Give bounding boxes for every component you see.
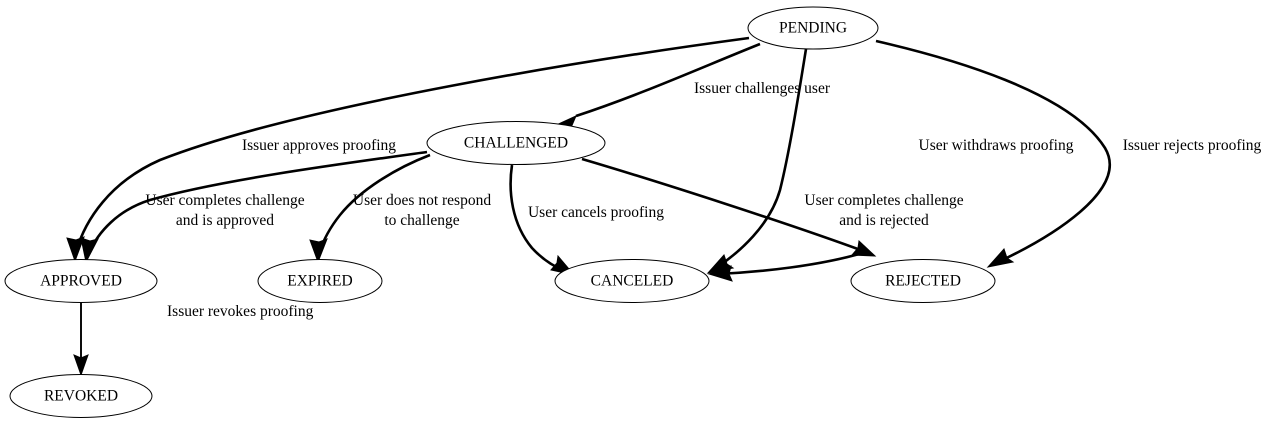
edge-pending-to-rejected[interactable]: Issuer rejects proofing [875, 39, 1262, 268]
node-expired-ellipse [257, 259, 383, 303]
edge-path-pending-approved [74, 36, 750, 253]
node-canceled[interactable]: CANCELED [554, 259, 710, 303]
arrowhead-rejected-from-pending [986, 248, 1015, 268]
edge-label-challenged-rejected-line1: User completes challenge [804, 192, 963, 209]
node-challenged[interactable]: CHALLENGED [426, 121, 606, 165]
edge-pending-canceled-tail [707, 250, 867, 282]
node-revoked-ellipse [9, 374, 153, 418]
node-revoked[interactable]: REVOKED [9, 374, 153, 418]
edge-challenged-to-rejected[interactable]: User completes challenge and is rejected [581, 157, 964, 257]
edge-label-pending-challenged: Issuer challenges user [694, 80, 831, 97]
edge-path-challenged-approved [87, 150, 428, 254]
edge-label-challenged-expired-line1: User does not respond [353, 192, 491, 209]
arrowhead-approved-from-pending [66, 236, 85, 263]
edge-label-pending-approved: Issuer approves proofing [242, 137, 396, 154]
arrowhead-approved-from-challenged [80, 237, 99, 264]
node-rejected[interactable]: REJECTED [850, 259, 996, 303]
node-revoked-label: REVOKED [44, 388, 118, 405]
node-expired[interactable]: EXPIRED [257, 259, 383, 303]
node-pending-label: PENDING [779, 20, 847, 37]
arrowhead-canceled-tail [707, 265, 733, 282]
node-canceled-label: CANCELED [591, 273, 674, 290]
edge-label-challenged-expired-line2: to challenge [384, 212, 459, 229]
node-pending[interactable]: PENDING [747, 6, 879, 50]
edge-label-challenged-rejected-line2: and is rejected [839, 212, 929, 229]
edge-path-pending-canceled-tail [717, 250, 867, 276]
edge-approved-to-revoked[interactable]: Issuer revokes proofing [73, 303, 314, 377]
edge-pending-to-approved[interactable]: Issuer approves proofing [66, 36, 750, 263]
node-approved-label: APPROVED [40, 273, 122, 290]
edge-label-challenged-approved-line2: and is approved [176, 212, 274, 229]
edge-challenged-to-approved[interactable]: User completes challenge and is approved [80, 150, 428, 264]
edge-path-pending-canceled [715, 48, 808, 270]
edge-label-pending-rejected: Issuer rejects proofing [1123, 137, 1262, 154]
edge-label-challenged-canceled: User cancels proofing [528, 204, 664, 221]
node-approved[interactable]: APPROVED [4, 259, 158, 303]
edge-challenged-to-expired[interactable]: User does not respond to challenge [309, 153, 491, 264]
node-challenged-ellipse [426, 121, 606, 165]
node-challenged-label: CHALLENGED [464, 135, 568, 152]
node-expired-label: EXPIRED [287, 273, 352, 290]
edge-path-pending-challenged [575, 42, 761, 118]
node-rejected-label: REJECTED [885, 273, 961, 290]
node-pending-ellipse [747, 6, 879, 50]
edge-challenged-to-canceled[interactable]: User cancels proofing [509, 164, 665, 276]
node-approved-ellipse [4, 259, 158, 303]
edge-path-challenged-rejected [581, 157, 867, 254]
node-rejected-ellipse [850, 259, 996, 303]
node-canceled-ellipse [554, 259, 710, 303]
edge-pending-to-challenged[interactable]: Issuer challenges user [552, 42, 831, 133]
arrowhead-revoked-from-approved [73, 354, 89, 377]
edge-label-pending-canceled: User withdraws proofing [919, 137, 1074, 154]
edge-path-pending-rejected [875, 39, 1112, 265]
edge-label-challenged-approved-line1: User completes challenge [145, 192, 304, 209]
arrowhead-rejected-from-challenged [850, 239, 877, 257]
edge-label-approved-revoked: Issuer revokes proofing [167, 303, 314, 320]
arrowhead-expired-from-challenged [309, 238, 328, 264]
